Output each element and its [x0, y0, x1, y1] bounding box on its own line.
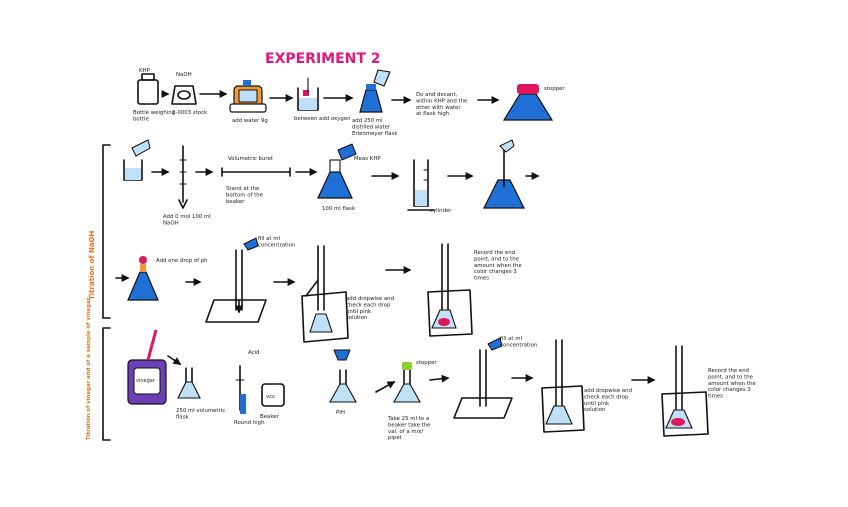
cylinder-label: cylinder — [430, 208, 452, 214]
pipette-label: Round high — [234, 420, 265, 426]
row1-note4: between add oxygen — [294, 116, 351, 122]
flask-buret-icon — [484, 140, 524, 208]
naoh-container-icon: NaOH — [172, 72, 196, 104]
measure-note: Meas KHP — [354, 156, 381, 162]
acid-label: Acid — [248, 350, 259, 356]
hotplate-beaker-icon — [230, 80, 266, 112]
row1-stopper: stopper — [544, 86, 565, 92]
vinegar-label: vinegar — [136, 378, 156, 384]
stopper-label: stopper — [416, 360, 437, 366]
section-label-vinegar: Titration of vinegar and of a sample of … — [86, 297, 92, 440]
erlenmeyer-pour-icon — [360, 70, 390, 112]
beaker-icon — [298, 78, 318, 110]
volumetric-flask-icon — [178, 368, 200, 398]
flask-pour-icon — [318, 144, 356, 198]
volumetric-buret-icon — [222, 168, 290, 176]
row1-note3: add water 9g — [232, 118, 268, 124]
bracket-naoh — [103, 145, 110, 318]
bracket-vinegar — [103, 328, 110, 440]
pih-flask-icon — [330, 350, 356, 402]
titration-setup-2-icon — [542, 340, 584, 432]
buret-stand-icon — [206, 238, 266, 322]
section-label-naoh: Titration of NaOH — [88, 231, 96, 300]
beaker-label: Beaker — [260, 414, 280, 420]
ph-label: PIH — [336, 410, 345, 416]
phenol-note: Add one drop of ph — [156, 258, 208, 264]
graduated-cylinder-icon — [408, 160, 434, 210]
naoh-note: 2-0003 stock — [172, 110, 208, 116]
page-title: EXPERIMENT 2 — [265, 51, 381, 67]
small-beaker-icon: vcc — [262, 384, 284, 406]
naoh-beaker-icon — [124, 140, 150, 180]
khp-bottle-icon: KHP — [138, 68, 158, 104]
khp-label: KHP — [139, 68, 151, 74]
green-stopper-flask-icon — [394, 362, 420, 402]
naoh-label: NaOH — [176, 72, 192, 78]
buret-icon — [179, 146, 187, 208]
titration-setup-icon — [302, 246, 348, 342]
pipette-icon — [236, 366, 246, 414]
buret-label: Volumetric buret — [228, 156, 273, 162]
endpoint-setup-icon — [428, 244, 472, 336]
buret-stand-2-icon — [454, 338, 512, 418]
flask-note: 100 ml flask — [322, 206, 356, 212]
vinegar-bottle-icon: vinegar — [128, 330, 166, 404]
phenolphthalein-flask-icon — [128, 256, 158, 300]
beaker-text: vcc — [266, 394, 275, 400]
endpoint-setup-2-icon — [662, 346, 708, 436]
